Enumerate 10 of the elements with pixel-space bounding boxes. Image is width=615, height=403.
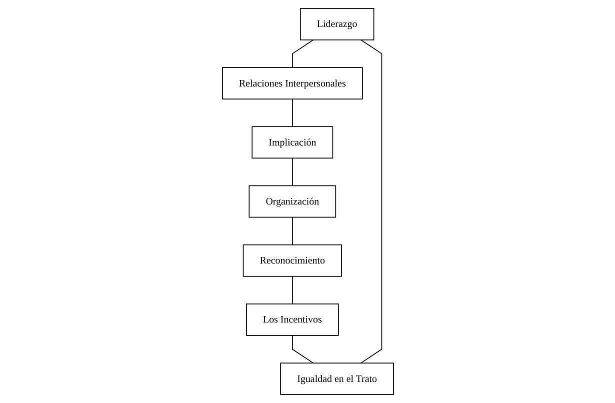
- node-box: Los Incentivos: [246, 304, 338, 336]
- connector: [292, 40, 314, 68]
- node-box: Organización: [248, 185, 336, 218]
- node-box: Implicación: [251, 126, 333, 159]
- node-box: Reconocimiento: [242, 244, 342, 277]
- node-box: Igualdad en el Trato: [280, 362, 394, 395]
- connector: [292, 335, 314, 364]
- node-box: Relaciones Interpersonales: [222, 67, 362, 100]
- node-box: Liderazgo: [299, 8, 374, 40]
- connector: [360, 40, 382, 364]
